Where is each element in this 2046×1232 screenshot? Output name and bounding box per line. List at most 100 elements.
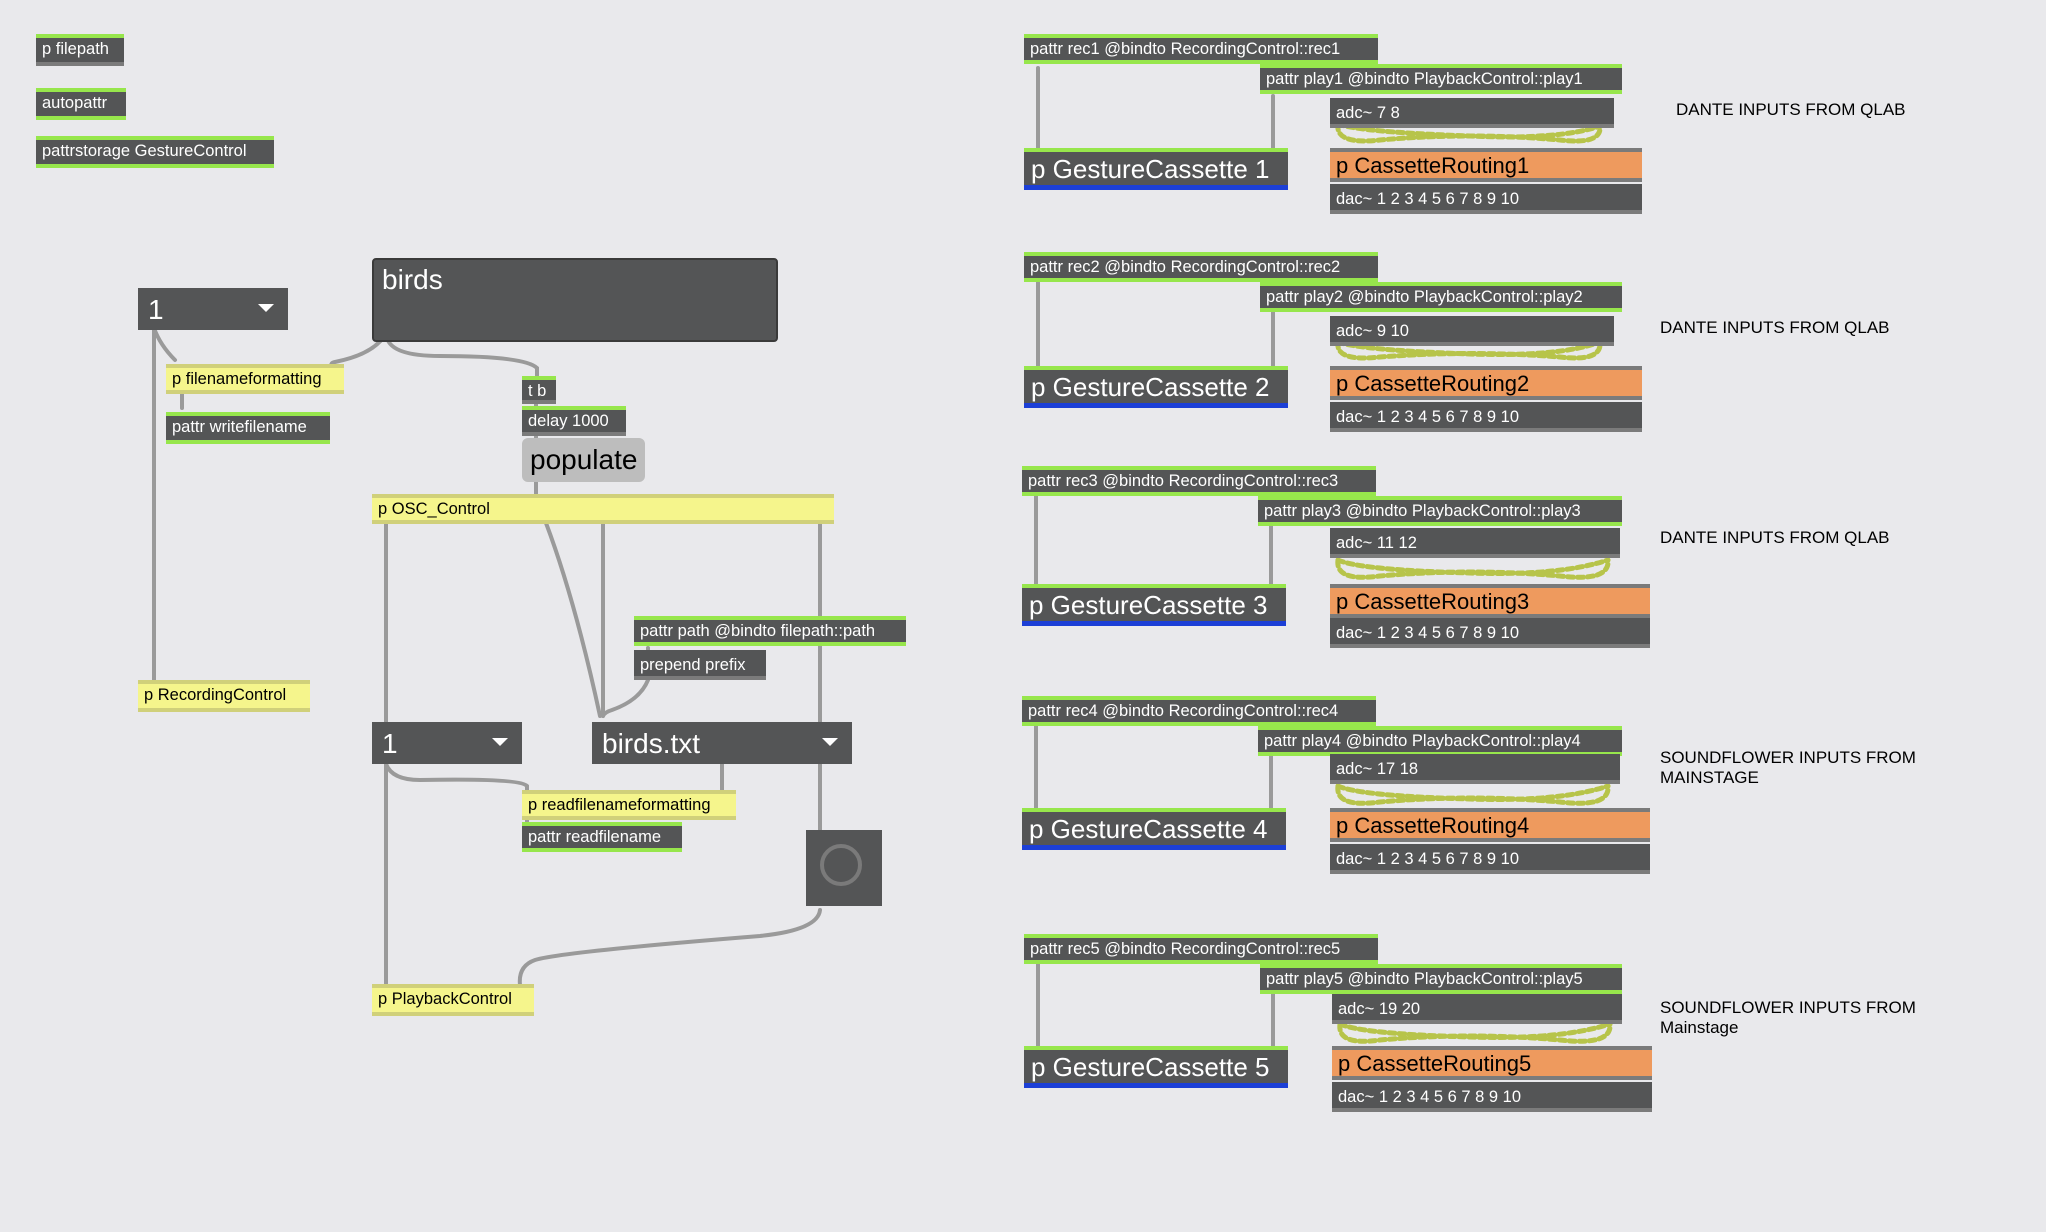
message-label: populate: [530, 444, 638, 475]
object-label: p readfilenameformatting: [528, 796, 711, 814]
p-cassetterouting-2[interactable]: p CassetteRouting2: [1330, 366, 1642, 400]
p-readfilenameformatting-object[interactable]: p readfilenameformatting: [522, 790, 736, 820]
object-label: pattr path @bindto filepath::path: [640, 622, 876, 640]
chevron-down-icon: [492, 738, 508, 746]
object-label: p RecordingControl: [144, 686, 287, 704]
adc-object-3[interactable]: adc~ 11 12: [1330, 528, 1620, 558]
pattr-rec2-object[interactable]: pattr rec2 @bindto RecordingControl::rec…: [1024, 252, 1378, 282]
object-label: pattr play4 @bindto PlaybackControl::pla…: [1264, 732, 1581, 750]
comment-text: DANTE INPUTS FROM QLAB: [1676, 100, 1906, 119]
object-label: t b: [528, 382, 547, 400]
object-label: adc~ 9 10: [1336, 322, 1409, 340]
dac-object-1[interactable]: dac~ 1 2 3 4 5 6 7 8 9 10: [1330, 184, 1642, 214]
p-cassetterouting-3[interactable]: p CassetteRouting3: [1330, 584, 1650, 618]
dac-object-4[interactable]: dac~ 1 2 3 4 5 6 7 8 9 10: [1330, 844, 1650, 874]
object-label: adc~ 7 8: [1336, 104, 1400, 122]
chevron-down-icon: [822, 738, 838, 746]
number-menu-top[interactable]: 1: [138, 288, 288, 330]
object-label: dac~ 1 2 3 4 5 6 7 8 9 10: [1336, 190, 1520, 208]
pattrstorage-object[interactable]: pattrstorage GestureControl: [36, 136, 274, 168]
t-b-object[interactable]: t b: [522, 376, 556, 404]
object-label: p GestureCassette 4: [1029, 814, 1268, 844]
autopattr-object[interactable]: autopattr: [36, 88, 126, 120]
patch-cord: [329, 336, 385, 368]
object-label: pattr rec2 @bindto RecordingControl::rec…: [1030, 258, 1341, 276]
patch-cord: [384, 762, 529, 792]
pattr-rec4-object[interactable]: pattr rec4 @bindto RecordingControl::rec…: [1022, 696, 1376, 726]
pattr-play1-object[interactable]: pattr play1 @bindto PlaybackControl::pla…: [1260, 64, 1622, 94]
patch-cord: [385, 336, 539, 382]
object-label: adc~ 11 12: [1336, 534, 1417, 552]
p-playbackcontrol-object[interactable]: p PlaybackControl: [372, 984, 534, 1016]
comment-text: SOUNDFLOWER INPUTS FROM: [1660, 748, 1916, 767]
pattr-writefilename-object[interactable]: pattr writefilename: [166, 412, 330, 444]
p-recordingcontrol-object[interactable]: p RecordingControl: [138, 680, 310, 712]
dac-object-3[interactable]: dac~ 1 2 3 4 5 6 7 8 9 10: [1330, 618, 1650, 648]
toggle-button[interactable]: [806, 830, 882, 906]
object-label: p CassetteRouting4: [1336, 813, 1530, 838]
toggle-ring-icon: [820, 844, 862, 886]
signal-cord: [1335, 783, 1611, 802]
patch-cord: [601, 678, 650, 718]
object-label: p CassetteRouting1: [1336, 153, 1530, 178]
signal-cord: [1337, 1021, 1613, 1044]
comment-text: DANTE INPUTS FROM QLAB: [1660, 318, 1890, 337]
object-label: p filenameformatting: [172, 370, 322, 388]
number-menu-bottom[interactable]: 1: [372, 722, 522, 764]
patch-cord: [517, 908, 822, 987]
menu-value: birds.txt: [602, 728, 701, 759]
p-gesturecassette-1[interactable]: p GestureCassette 1: [1024, 148, 1288, 190]
p-cassetterouting-5[interactable]: p CassetteRouting5: [1332, 1046, 1652, 1080]
pattr-rec1-object[interactable]: pattr rec1 @bindto RecordingControl::rec…: [1024, 34, 1378, 64]
chevron-down-icon: [258, 304, 274, 312]
object-label: dac~ 1 2 3 4 5 6 7 8 9 10: [1336, 624, 1520, 642]
p-filepath-object[interactable]: p filepath: [36, 34, 124, 66]
populate-message[interactable]: populate: [522, 438, 646, 482]
adc-object-2[interactable]: adc~ 9 10: [1330, 316, 1614, 346]
adc-object-5[interactable]: adc~ 19 20: [1332, 994, 1622, 1024]
comment-text: DANTE INPUTS FROM QLAB: [1660, 528, 1890, 547]
signal-cord: [1335, 557, 1611, 576]
p-gesturecassette-4[interactable]: p GestureCassette 4: [1022, 808, 1286, 850]
dac-object-5[interactable]: dac~ 1 2 3 4 5 6 7 8 9 10: [1332, 1082, 1652, 1112]
birds-txt-umenu[interactable]: birds.txt: [592, 722, 852, 764]
delay-object[interactable]: delay 1000: [522, 406, 626, 436]
pattr-play3-object[interactable]: pattr play3 @bindto PlaybackControl::pla…: [1258, 496, 1622, 526]
p-filenameformatting-object[interactable]: p filenameformatting: [166, 364, 344, 394]
p-gesturecassette-3[interactable]: p GestureCassette 3: [1022, 584, 1286, 626]
p-osc-control-object[interactable]: p OSC_Control: [372, 494, 834, 524]
p-gesturecassette-5[interactable]: p GestureCassette 5: [1024, 1046, 1288, 1088]
signal-cord: [1335, 783, 1611, 806]
object-label: p GestureCassette 2: [1031, 372, 1270, 402]
menu-value: 1: [148, 294, 164, 325]
object-label: pattr play3 @bindto PlaybackControl::pla…: [1264, 502, 1581, 520]
adc-object-4[interactable]: adc~ 17 18: [1330, 754, 1620, 784]
p-cassetterouting-1[interactable]: p CassetteRouting1: [1330, 148, 1642, 182]
pattr-play2-object[interactable]: pattr play2 @bindto PlaybackControl::pla…: [1260, 282, 1622, 312]
signal-cord: [1337, 1021, 1613, 1040]
object-label: pattr readfilename: [528, 828, 661, 846]
object-label: pattr rec5 @bindto RecordingControl::rec…: [1030, 940, 1341, 958]
object-label: p PlaybackControl: [378, 990, 512, 1008]
object-label: pattr rec1 @bindto RecordingControl::rec…: [1030, 40, 1341, 58]
pattr-path-object[interactable]: pattr path @bindto filepath::path: [634, 616, 906, 646]
pattr-readfilename-object[interactable]: pattr readfilename: [522, 822, 682, 852]
comment-text: SOUNDFLOWER INPUTS FROM: [1660, 998, 1916, 1017]
pattr-rec3-object[interactable]: pattr rec3 @bindto RecordingControl::rec…: [1022, 466, 1376, 496]
object-label: dac~ 1 2 3 4 5 6 7 8 9 10: [1338, 1088, 1522, 1106]
object-label: adc~ 19 20: [1338, 1000, 1421, 1018]
pattr-play5-object[interactable]: pattr play5 @bindto PlaybackControl::pla…: [1260, 964, 1622, 994]
pattr-play4-object[interactable]: pattr play4 @bindto PlaybackControl::pla…: [1258, 726, 1622, 756]
textedit-value: birds: [382, 264, 443, 295]
object-label: pattr writefilename: [172, 418, 307, 436]
p-gesturecassette-2[interactable]: p GestureCassette 2: [1024, 366, 1288, 408]
dac-object-2[interactable]: dac~ 1 2 3 4 5 6 7 8 9 10: [1330, 402, 1642, 432]
pattr-rec5-object[interactable]: pattr rec5 @bindto RecordingControl::rec…: [1024, 934, 1378, 964]
adc-object-1[interactable]: adc~ 7 8: [1330, 98, 1614, 128]
signal-cord: [1335, 557, 1611, 580]
prepend-prefix-object[interactable]: prepend prefix: [634, 650, 766, 680]
birds-textedit[interactable]: birds: [372, 258, 778, 342]
p-cassetterouting-4[interactable]: p CassetteRouting4: [1330, 808, 1650, 842]
